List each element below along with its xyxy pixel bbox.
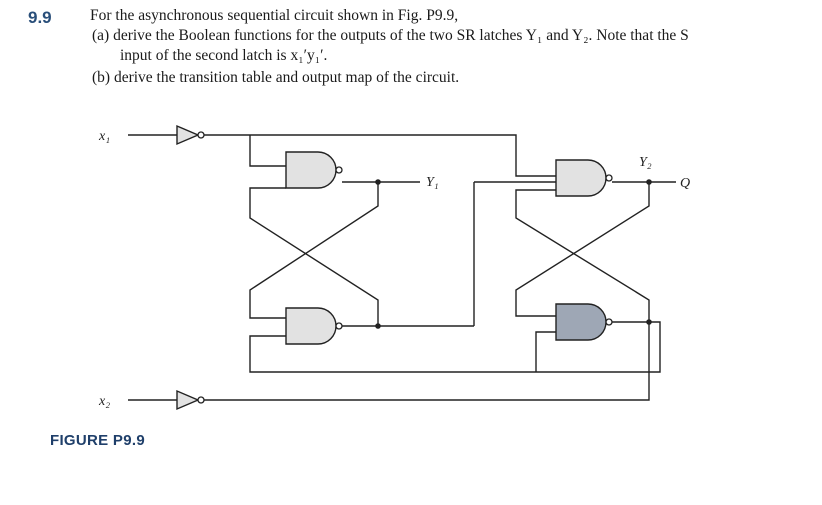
cross-wire-3 <box>515 182 650 317</box>
y1-label: Y₁ <box>426 175 439 190</box>
part-a-line-2: input of the second latch is x₁′y₁′. <box>120 47 328 64</box>
x1-bar-to-gate1 <box>249 135 286 167</box>
x1-bar-wire <box>204 134 556 177</box>
nand-gate-3-bubble <box>605 174 613 182</box>
x1-label: x₁ <box>98 129 110 144</box>
problem-intro: For the asynchronous sequential circuit … <box>90 7 459 24</box>
x1-inverter-bubble <box>197 131 205 139</box>
x2-inverter <box>176 389 200 411</box>
nand-gate-4 <box>555 303 607 341</box>
x1-inverter <box>176 124 200 146</box>
cross-wire-4 <box>515 189 650 322</box>
nand-gate-2-bubble <box>335 322 343 330</box>
x2-bar-wire <box>204 322 650 401</box>
nand-gate-2 <box>285 307 337 345</box>
part-a-line-1: (a) derive the Boolean functions for the… <box>92 27 689 44</box>
x2-inverter-bubble <box>197 396 205 404</box>
figure-caption: FIGURE P9.9 <box>50 432 145 449</box>
problem-number: 9.9 <box>28 8 52 27</box>
nand-gate-1 <box>285 151 337 189</box>
cross-wire-2 <box>249 187 379 326</box>
x2-label: x₂ <box>98 394 110 409</box>
nand-gate-4-bubble <box>605 318 613 326</box>
gate-4-input-wire <box>535 331 556 372</box>
nand-gate-3 <box>555 159 607 197</box>
y2-label: Y₂ <box>639 155 652 170</box>
nand-gate-1-bubble <box>335 166 343 174</box>
q-label: Q <box>680 176 690 191</box>
part-b: (b) derive the transition table and outp… <box>92 69 460 86</box>
cross-wire-1 <box>249 182 379 319</box>
bottom-feedback-wire <box>249 321 661 373</box>
